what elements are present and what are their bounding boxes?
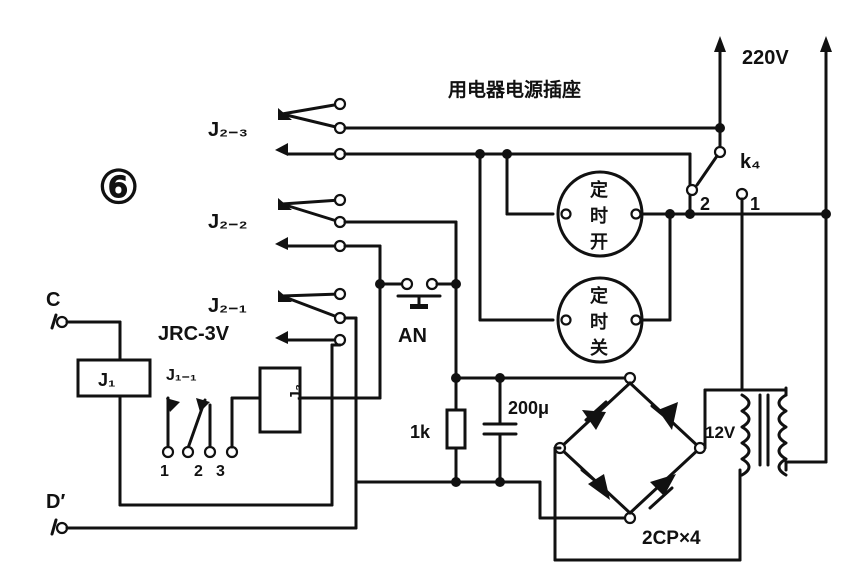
figure-number: ⑥ — [98, 161, 139, 213]
relay-j1-label: J₁ — [98, 370, 115, 390]
timer-off-char-3: 关 — [590, 337, 608, 359]
timer-on-char-3: 开 — [590, 232, 608, 253]
push-button-an — [378, 277, 461, 309]
relay-j2-3-label: J₂₋₃ — [208, 119, 248, 141]
k4-terminal-1: 1 — [750, 194, 760, 214]
timer-off-char-2: 时 — [590, 312, 608, 333]
switch-j1-1-label: J₁₋₁ — [166, 367, 197, 384]
switch-k4 — [685, 126, 749, 392]
timer-on-char-2: 时 — [590, 206, 608, 227]
transformer — [703, 386, 828, 477]
relay-contact-j2-3 — [275, 97, 347, 161]
resistor-1k — [445, 376, 467, 484]
voltage-label: 220V — [742, 47, 789, 69]
capacitor-label: 200μ — [508, 398, 549, 418]
resistor-label: 1k — [410, 422, 431, 442]
transformer-secondary-label: 12V — [705, 423, 736, 442]
relay-coil-j2 — [258, 366, 302, 434]
relay-model-label: JRC-3V — [158, 323, 230, 345]
input-d — [50, 518, 358, 536]
relay-coil-j1 — [76, 358, 152, 398]
socket-label: 用电器电源插座 — [448, 78, 581, 101]
input-d-label: D′ — [46, 491, 65, 513]
capacitor-200u — [482, 376, 518, 484]
timer-off-char-1: 定 — [590, 285, 608, 307]
bridge-rectifier — [553, 381, 707, 515]
switch-pin-1: 1 — [160, 463, 169, 480]
relay-j2-2-label: J₂₋₂ — [208, 211, 247, 233]
k4-terminal-2: 2 — [700, 194, 710, 214]
relay-j2-label: J₂ — [288, 384, 305, 400]
input-c — [50, 313, 122, 362]
relay-contact-j2-1 — [275, 287, 347, 347]
diodes-label: 2CP×4 — [642, 528, 701, 549]
relay-j2-1-label: J₂₋₁ — [208, 295, 247, 317]
timer-on-char-1: 定 — [590, 179, 608, 201]
input-c-label: C — [46, 289, 60, 311]
switch-pin-2: 2 — [194, 463, 203, 480]
k4-label: k₄ — [740, 151, 761, 173]
switch-pin-3: 3 — [216, 463, 225, 480]
relay-contact-j2-2 — [275, 193, 347, 253]
supply-rails — [714, 36, 832, 464]
relay-switch-j1-1 — [161, 396, 239, 459]
button-an-label: AN — [398, 325, 427, 347]
